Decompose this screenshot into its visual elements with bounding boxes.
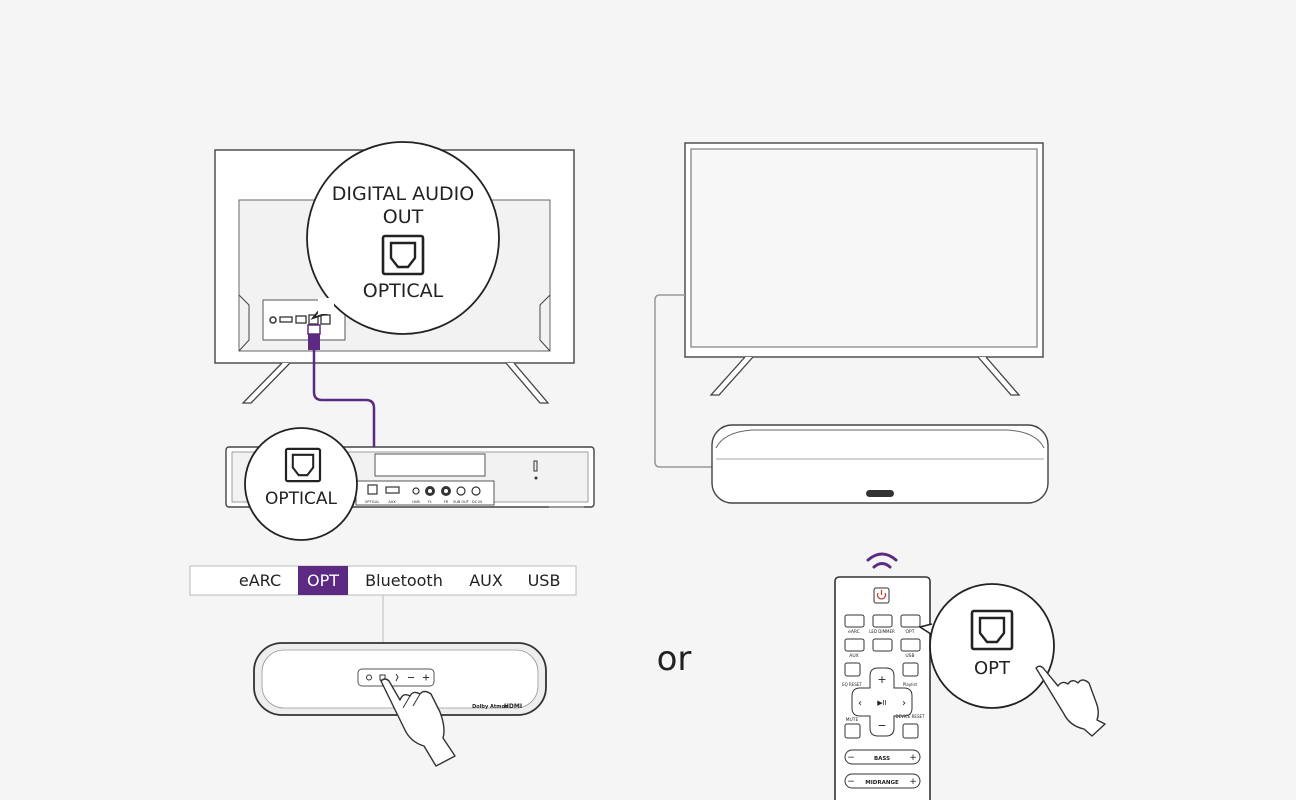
remote-btn-bass[interactable]: BASS xyxy=(874,756,890,762)
remote-btn-midrange[interactable]: MIDRANGE xyxy=(865,780,899,786)
remote-control: eARC LED DIMMER OPT AUX USB EQ RESET Pla… xyxy=(834,552,931,800)
remote-btn-mute[interactable]: MUTE xyxy=(846,717,859,723)
remote-btn-usb[interactable]: USB xyxy=(905,653,914,659)
soundbar-port-callout: OPTICAL xyxy=(244,427,358,541)
remote-btn-opt[interactable]: OPT xyxy=(905,629,914,635)
callout-title-line2: OUT xyxy=(383,206,424,228)
svg-text:›: › xyxy=(902,698,906,709)
port-label-hub: HUB xyxy=(412,500,420,504)
remote-btn-device-reset[interactable]: DEVICE RESET xyxy=(896,714,925,719)
hand-pointer-icon xyxy=(380,678,456,767)
remote-btn-playlist[interactable]: Playlist xyxy=(903,682,918,687)
port-label-dc-in: DC IN xyxy=(472,500,482,504)
callout-title-line1: DIGITAL AUDIO xyxy=(332,183,474,205)
signal-icon xyxy=(866,552,898,562)
port-label-aux: AUX xyxy=(388,500,396,504)
selected-source-highlight xyxy=(298,566,348,595)
soundbar-top: Dolby Atmos HDMI xyxy=(253,642,547,716)
remote-btn-eq-reset[interactable]: EQ RESET xyxy=(842,682,862,687)
source-aux[interactable]: AUX xyxy=(469,571,503,590)
optical-port-icon xyxy=(381,234,425,276)
svg-text:+: + xyxy=(877,673,886,686)
source-usb[interactable]: USB xyxy=(528,571,561,590)
power-button[interactable] xyxy=(873,587,890,604)
callout-opt-label: OPT xyxy=(974,658,1011,679)
callout-optical-label: OPTICAL xyxy=(363,280,444,302)
dolby-logo: Dolby Atmos xyxy=(472,704,508,710)
source-earc[interactable]: eARC xyxy=(239,571,281,590)
optical-port-icon xyxy=(970,609,1014,651)
hand-pointer-icon xyxy=(1035,665,1106,737)
port-label-fl: FL xyxy=(428,500,432,504)
source-opt[interactable]: OPT xyxy=(307,571,339,590)
tv-port-callout: DIGITAL AUDIO OUT OPTICAL xyxy=(306,141,500,335)
svg-text:▶II: ▶II xyxy=(877,699,887,707)
source-selector: eARC OPT Bluetooth AUX USB xyxy=(189,565,577,670)
source-bluetooth[interactable]: Bluetooth xyxy=(365,571,443,590)
tv-front xyxy=(684,142,1044,396)
port-label-fr: FR xyxy=(444,500,449,504)
svg-text:−: − xyxy=(847,753,855,763)
optical-port-icon xyxy=(284,447,322,483)
hdmi-logo: HDMI xyxy=(504,703,522,710)
port-label-optical: OPTICAL xyxy=(365,500,380,504)
soundbar-front xyxy=(711,424,1049,504)
svg-text:+: + xyxy=(909,753,917,763)
hdmi-cable xyxy=(654,294,712,468)
svg-text:−: − xyxy=(847,777,855,787)
svg-text:‹: ‹ xyxy=(858,698,862,709)
svg-text:−: − xyxy=(877,719,886,732)
or-separator: or xyxy=(657,639,692,679)
port-label-sub-out: SUB OUT xyxy=(453,500,470,504)
remote-callout: OPT xyxy=(918,583,1055,709)
remote-btn-earc[interactable]: eARC xyxy=(848,629,860,635)
remote-btn-aux[interactable]: AUX xyxy=(849,653,858,659)
svg-text:+: + xyxy=(909,777,917,787)
remote-btn-led-dimmer[interactable]: LED DIMMER xyxy=(869,629,895,634)
callout-optical-label: OPTICAL xyxy=(265,489,338,509)
